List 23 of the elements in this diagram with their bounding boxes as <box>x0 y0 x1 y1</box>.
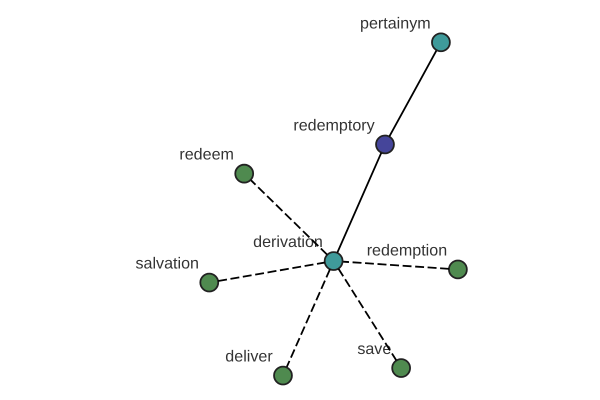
node-label: redemptory <box>292 116 374 134</box>
node-circle <box>198 272 219 292</box>
node-label: deliver <box>224 348 272 366</box>
node-label: redemption <box>366 242 447 260</box>
node-label: derivation <box>252 233 322 252</box>
connector <box>342 260 449 270</box>
node-circle <box>430 32 450 52</box>
connector <box>336 152 382 253</box>
connector <box>218 262 324 282</box>
node-label: redeem <box>178 146 234 164</box>
connector <box>250 180 328 256</box>
node-circle <box>272 366 292 386</box>
node-label: salvation <box>135 254 198 273</box>
node-label: save <box>356 340 391 358</box>
node-circle <box>323 251 343 271</box>
node-label: pertainym <box>360 14 430 32</box>
connector <box>286 268 330 368</box>
node-circle <box>448 260 468 280</box>
node-circle <box>374 134 394 154</box>
connector <box>388 50 437 137</box>
connector <box>337 268 397 361</box>
node-circle <box>390 358 410 378</box>
node-circle <box>234 164 254 184</box>
